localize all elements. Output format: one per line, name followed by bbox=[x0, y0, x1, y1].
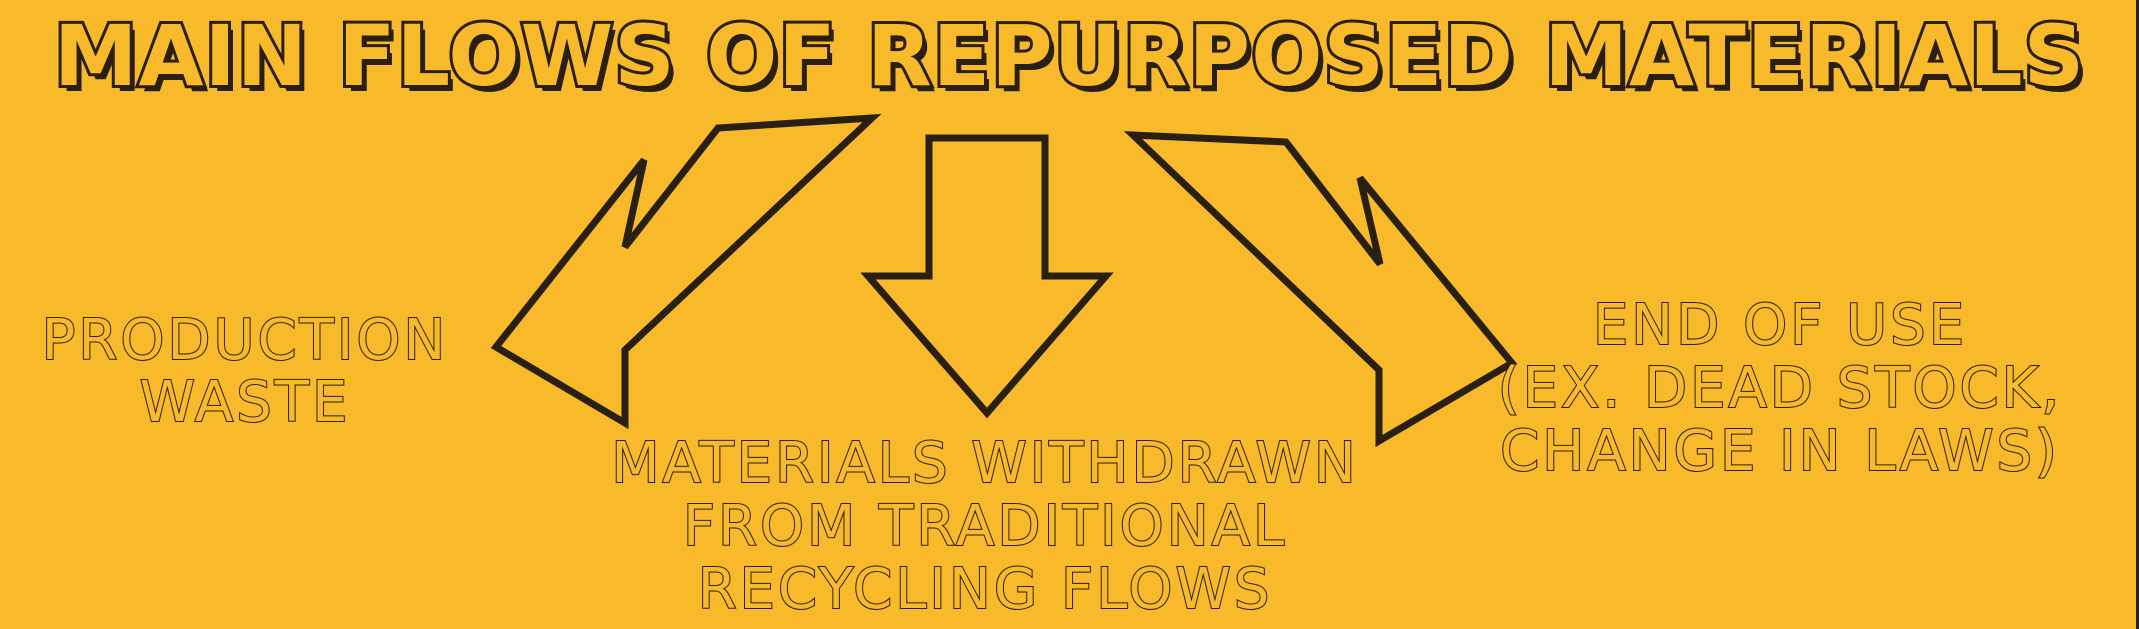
flow-label-end-of-use: END OF USE (EX. DEAD STOCK, CHANGE IN LA… bbox=[1490, 293, 2070, 484]
flow-label-production-waste: PRODUCTION WASTE bbox=[20, 308, 470, 435]
flow-label-line: WASTE bbox=[139, 370, 351, 435]
flow-label-line: FROM TRADITIONAL bbox=[682, 494, 1288, 559]
flow-label-line: MATERIALS WITHDRAWN bbox=[610, 431, 1359, 496]
arrow-down-withdrawn-materials bbox=[860, 134, 1114, 419]
flow-label-line: END OF USE bbox=[1592, 293, 1968, 358]
arrow-left-production-waste bbox=[490, 113, 882, 430]
flow-label-withdrawn-materials: MATERIALS WITHDRAWN FROM TRADITIONAL REC… bbox=[580, 431, 1390, 622]
flow-label-line: (EX. DEAD STOCK, bbox=[1497, 356, 2063, 421]
right-border-line bbox=[2136, 0, 2139, 629]
flow-label-line: RECYCLING FLOWS bbox=[697, 557, 1273, 622]
flow-label-line: CHANGE IN LAWS) bbox=[1499, 419, 2060, 484]
page-title: MAIN FLOWS OF REPURPOSED MATERIALS bbox=[51, 4, 2087, 108]
flow-label-line: PRODUCTION bbox=[41, 308, 449, 373]
arrow-right-end-of-use bbox=[1123, 131, 1518, 448]
